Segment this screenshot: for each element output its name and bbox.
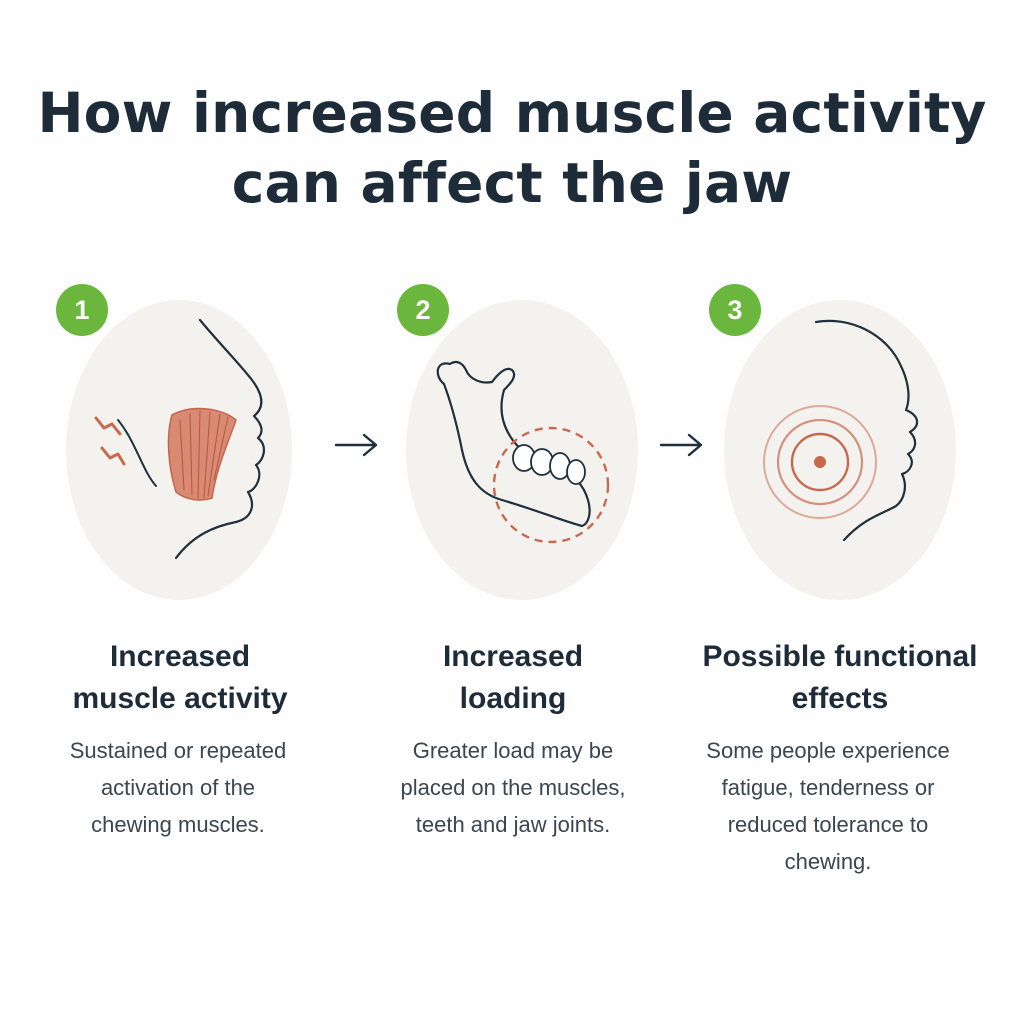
- step-2-badge: 2: [397, 284, 449, 336]
- step-3-circle: [724, 300, 956, 600]
- step-2-desc-line: Greater load may be: [412, 738, 614, 763]
- step-1-desc-line: activation of the: [100, 775, 256, 800]
- step-3-badge: 3: [709, 284, 761, 336]
- step-2-title-line: Increased: [442, 640, 584, 673]
- step-2-desc-line: placed on the muscles,: [400, 775, 626, 800]
- step-3-desc-line: reduced tolerance to: [727, 812, 929, 837]
- step-2-title: Increased loading: [353, 636, 673, 720]
- page-title-line-1: How increased muscle activity: [37, 81, 987, 145]
- step-3-desc-line: fatigue, tenderness or: [721, 775, 935, 800]
- step-2-title-line: loading: [459, 682, 567, 715]
- step-1-title-line: muscle activity: [72, 682, 288, 715]
- step-3-title-line: effects: [791, 682, 889, 715]
- jaw-teeth-icon: [436, 360, 610, 544]
- step-3-title: Possible functional effects: [680, 636, 1000, 720]
- face-muscle-icon: [94, 318, 265, 560]
- face-target-icon: [763, 319, 919, 542]
- step-1-desc-line: chewing muscles.: [91, 812, 265, 837]
- step-1-title: Increased muscle activity: [20, 636, 340, 720]
- page-title: How increased muscle activity can affect…: [0, 78, 1024, 218]
- step-1-description: Sustained or repeated activation of the …: [18, 732, 338, 843]
- step-3-desc-line: chewing.: [784, 849, 872, 874]
- step-1-desc-line: Sustained or repeated: [69, 738, 287, 763]
- step-3-desc-line: Some people experience: [706, 738, 950, 763]
- step-3-description: Some people experience fatigue, tenderne…: [668, 732, 988, 880]
- step-1-title-line: Increased: [109, 640, 251, 673]
- step-2-description: Greater load may be placed on the muscle…: [353, 732, 673, 843]
- step-3-title-line: Possible functional: [702, 640, 978, 673]
- page-title-line-2: can affect the jaw: [231, 151, 793, 215]
- arrow-right-icon-2: [659, 433, 703, 457]
- step-2-desc-line: teeth and jaw joints.: [415, 812, 611, 837]
- arrow-right-icon-1: [334, 433, 378, 457]
- step-1-badge: 1: [56, 284, 108, 336]
